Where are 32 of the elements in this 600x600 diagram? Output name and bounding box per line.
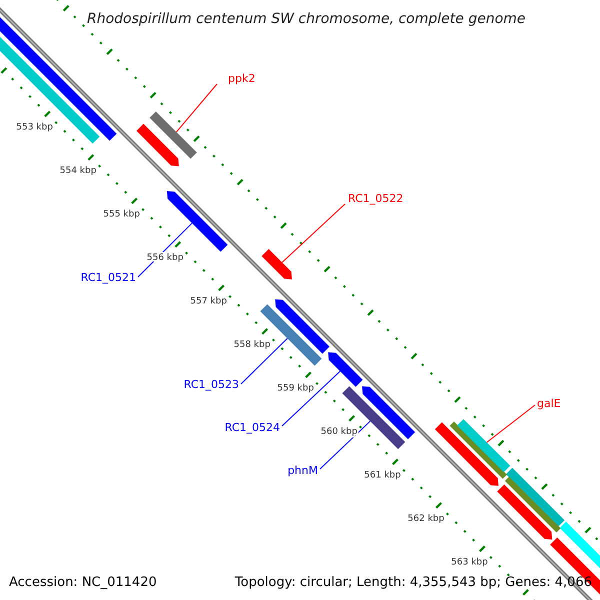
- tick-label: 558 kbp: [234, 340, 270, 350]
- tick-label: 562 kbp: [408, 514, 444, 524]
- gene-feature: [166, 191, 228, 252]
- gene-label: ppk2: [228, 72, 256, 85]
- gene-feature: [328, 352, 363, 387]
- gene-feature: [342, 386, 406, 450]
- leader-line: [176, 84, 218, 132]
- gene-label: RC1_0522: [348, 192, 404, 205]
- title: Rhodospirillum centenum SW chromosome, complete genome: [87, 11, 526, 27]
- leader-line: [320, 420, 371, 470]
- tick-label: 563 kbp: [451, 558, 488, 568]
- tick-label: 555 kbp: [103, 210, 140, 220]
- gene-label: RC1_0521: [80, 271, 136, 284]
- tick-label: 557 kbp: [190, 296, 227, 307]
- gene-label: phnM: [288, 464, 318, 477]
- tick-label: 559 kbp: [277, 384, 314, 394]
- genome-stats-text: Topology: circular; Length: 4,355,543 bp; Genes: 4,066: [234, 575, 592, 590]
- gene-feature: [150, 112, 197, 159]
- gene-feature: [262, 249, 292, 280]
- gene-label: galE: [537, 397, 561, 410]
- tick-label: 553 kbp: [16, 122, 53, 133]
- gene-label: RC1_0524: [224, 421, 280, 434]
- leader-line: [138, 222, 192, 278]
- gene-label: RC1_0523: [184, 378, 239, 391]
- leader-line: [240, 338, 288, 384]
- leader-line: [282, 204, 346, 263]
- leader-line: [282, 370, 341, 426]
- gene-feature: [457, 419, 510, 472]
- accession-text: Accession: NC_011420: [9, 575, 157, 590]
- tick-label: 561 kbp: [364, 470, 401, 481]
- tick-label: 560 kbp: [320, 427, 358, 438]
- tick-label: 554 kbp: [60, 166, 96, 176]
